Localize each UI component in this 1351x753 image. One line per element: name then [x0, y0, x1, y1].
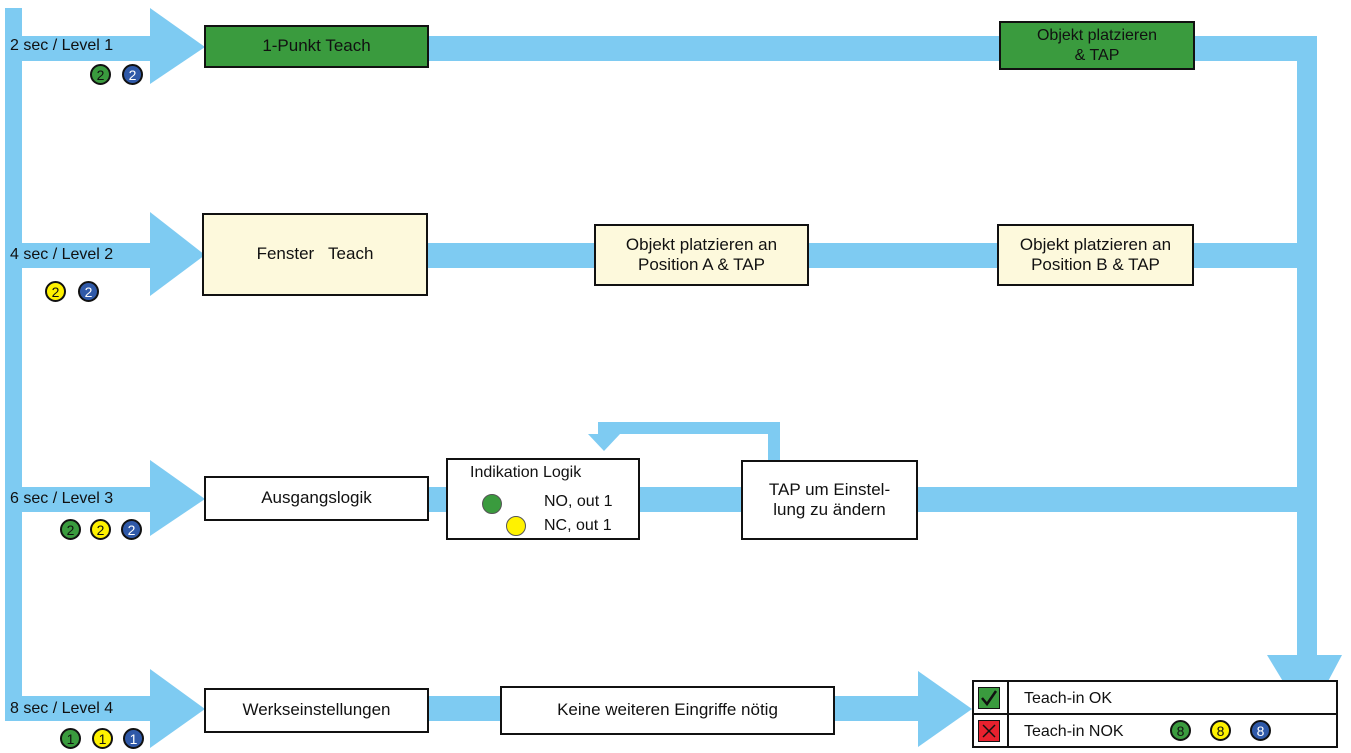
- arrow-row3-stem: [5, 487, 155, 512]
- no-action-box: Keine weiteren Eingriffe nötig: [500, 686, 835, 735]
- legend-nok-label: Teach-in NOK: [1024, 723, 1124, 740]
- loop-arrowhead: [588, 434, 620, 451]
- loop-top: [598, 422, 780, 434]
- place-position-a-label: Objekt platzieren an Position A & TAP: [625, 234, 778, 274]
- arrow-row4-stem: [5, 696, 155, 721]
- factory-settings-box: Werkseinstellungen: [204, 688, 429, 733]
- indicator-green-icon: [482, 494, 502, 514]
- legend-ok: Teach-in OK: [972, 680, 1338, 715]
- indication-nc: NC, out 1: [544, 517, 612, 534]
- window-teach-box: Fenster Teach: [202, 213, 428, 296]
- right-trunk: [1297, 36, 1317, 656]
- arrow-row1-head: [150, 8, 205, 84]
- arrow-row3-head: [150, 460, 205, 536]
- level-label: 6 sec / Level 3: [10, 490, 114, 507]
- led-yellow-icon: 2: [90, 519, 111, 540]
- led-green-icon: 1: [60, 728, 81, 749]
- check-icon: [978, 687, 1000, 709]
- legend-nok: Teach-in NOK 8 8 8: [972, 713, 1338, 748]
- led-blue-icon: 8: [1250, 720, 1271, 741]
- arrow-row1-stem: [5, 36, 155, 61]
- indicator-yellow-icon: [506, 516, 526, 536]
- arrow-row2-head: [150, 212, 205, 296]
- place-object-tap-box: Objekt platzieren & TAP: [999, 21, 1195, 70]
- output-logic-label: Ausgangslogik: [261, 488, 372, 508]
- tap-change-setting-box: TAP um Einstel- lung zu ändern: [741, 460, 918, 540]
- led-green-icon: 2: [90, 64, 111, 85]
- cross-icon: [978, 720, 1000, 742]
- output-logic-box: Ausgangslogik: [204, 476, 429, 521]
- led-yellow-icon: 2: [45, 281, 66, 302]
- led-blue-icon: 2: [78, 281, 99, 302]
- window-teach-label: Fenster Teach: [256, 244, 374, 264]
- led-blue-icon: 2: [122, 64, 143, 85]
- place-position-a-box: Objekt platzieren an Position A & TAP: [594, 224, 809, 286]
- factory-settings-label: Werkseinstellungen: [242, 700, 391, 720]
- place-position-b-label: Objekt platzieren an Position B & TAP: [1019, 234, 1172, 274]
- led-blue-icon: 2: [121, 519, 142, 540]
- left-trunk: [5, 8, 22, 718]
- led-green-icon: 8: [1170, 720, 1191, 741]
- legend-ok-label: Teach-in OK: [1024, 690, 1113, 707]
- indication-title: Indikation Logik: [470, 464, 582, 481]
- no-action-label: Keine weiteren Eingriffe nötig: [557, 700, 778, 720]
- level-label: 2 sec / Level 1: [10, 37, 114, 54]
- one-point-teach-box: 1-Punkt Teach: [204, 25, 429, 68]
- level-label: 4 sec / Level 2: [10, 246, 114, 263]
- led-green-icon: 2: [60, 519, 81, 540]
- arrow-row4-head: [150, 669, 205, 748]
- arrow-to-result-head: [918, 671, 972, 747]
- place-object-tap-label: Objekt platzieren & TAP: [1036, 27, 1158, 64]
- tap-change-setting-label: TAP um Einstel- lung zu ändern: [768, 479, 891, 519]
- arrow-row2-stem: [5, 243, 155, 268]
- indication-no: NO, out 1: [544, 493, 613, 510]
- place-position-b-box: Objekt platzieren an Position B & TAP: [997, 224, 1194, 286]
- led-yellow-icon: 1: [92, 728, 113, 749]
- led-blue-icon: 1: [123, 728, 144, 749]
- level-label: 8 sec / Level 4: [10, 700, 114, 717]
- led-yellow-icon: 8: [1210, 720, 1231, 741]
- indication-logic-box: Indikation Logik NO, out 1 NC, out 1: [446, 458, 640, 540]
- one-point-teach-label: 1-Punkt Teach: [262, 36, 371, 56]
